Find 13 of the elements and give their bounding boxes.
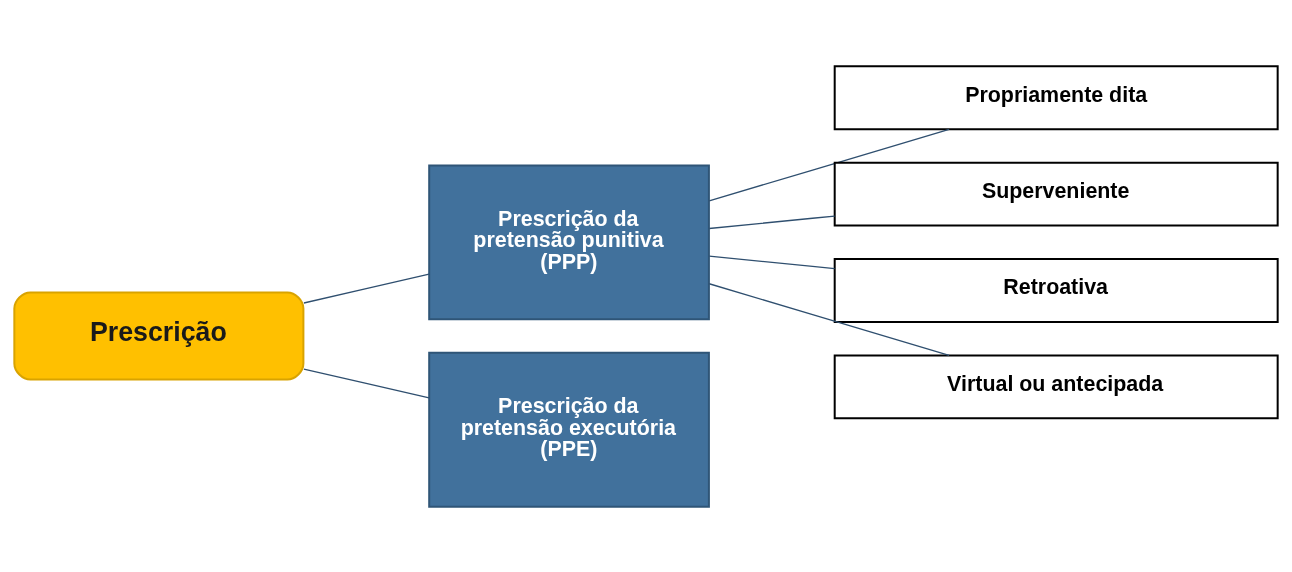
connector [708, 128, 950, 202]
node-box: Superveniente [833, 161, 1279, 227]
node-box: Prescrição [13, 291, 305, 380]
node-box: Prescrição da pretensão punitiva (PPP) [428, 163, 710, 320]
connector [303, 273, 430, 304]
connector [303, 367, 430, 398]
node-box: Virtual ou antecipada [833, 353, 1279, 419]
connector [708, 214, 836, 229]
node-box: Propriamente dita [833, 64, 1279, 130]
connector [708, 255, 836, 269]
node-box: Prescrição da pretensão executória (PPE) [428, 351, 710, 508]
node-box: Retroativa [833, 257, 1279, 323]
connector [708, 282, 950, 356]
